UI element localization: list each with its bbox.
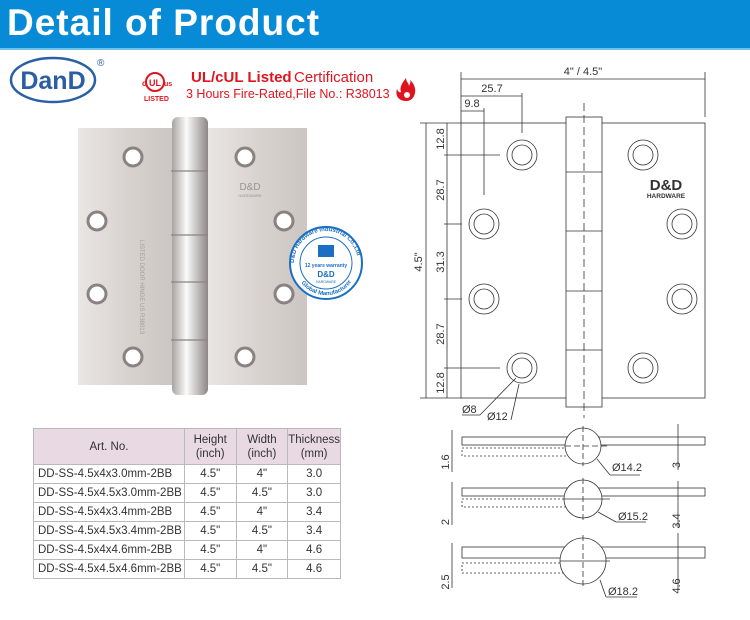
svg-text:Ø14.2: Ø14.2	[612, 462, 642, 474]
svg-text:4" / 4.5": 4" / 4.5"	[564, 66, 602, 78]
table-header-row: Art. No. Height(inch) Width(inch) Thickn…	[33, 428, 341, 465]
svg-text:25.7: 25.7	[481, 83, 502, 95]
section-view-3mm	[451, 424, 706, 476]
svg-text:Ø8: Ø8	[462, 404, 477, 416]
svg-text:us: us	[164, 81, 172, 88]
svg-text:28.7: 28.7	[435, 323, 447, 344]
svg-text:12.8: 12.8	[435, 372, 447, 393]
svg-text:UL: UL	[149, 78, 161, 88]
cert-title: UL/cUL Listed	[191, 69, 292, 86]
svg-text:c: c	[142, 79, 147, 88]
svg-text:DanD: DanD	[20, 67, 85, 95]
svg-text:HARDWARE: HARDWARE	[316, 280, 337, 284]
svg-text:3.4: 3.4	[671, 513, 683, 528]
svg-text:Ø15.2: Ø15.2	[618, 511, 648, 523]
cert-title-rest: Certification	[294, 69, 373, 86]
svg-text:D&D: D&D	[239, 182, 260, 193]
hinge-photo: D&D HARDWARE LISTED DOOR HINGE US R38013	[78, 117, 307, 395]
svg-text:28.7: 28.7	[435, 179, 447, 200]
col-art-no: Art. No.	[33, 428, 185, 465]
section-view-4-6mm	[451, 533, 706, 598]
cert-subtitle: 3 Hours Fire-Rated,File No.: R38013	[186, 87, 390, 101]
flame-icon	[396, 78, 416, 101]
col-width: Width(inch)	[235, 428, 289, 465]
dand-logo: DanD ®	[9, 56, 105, 104]
svg-text:12 years warranty: 12 years warranty	[305, 263, 347, 269]
svg-text:4.5": 4.5"	[413, 252, 425, 271]
col-thickness: Thickness(mm)	[287, 428, 341, 465]
svg-text:HARDWARE: HARDWARE	[238, 193, 262, 198]
svg-text:HARDWARE: HARDWARE	[647, 193, 686, 200]
page-title: Detail of Product	[7, 2, 321, 43]
ul-listed-mark: UL c us LISTED	[142, 72, 172, 103]
warranty-badge: D&D Hardware Industrial Co.,Ltd Global M…	[289, 226, 363, 300]
section-view-3-4mm	[451, 478, 706, 528]
svg-text:12.8: 12.8	[435, 128, 447, 149]
svg-text:1.6: 1.6	[440, 454, 452, 469]
svg-text:D&D: D&D	[650, 177, 683, 194]
col-height: Height(inch)	[183, 428, 237, 465]
svg-text:Ø18.2: Ø18.2	[608, 586, 638, 598]
front-view-labels: 4" / 4.5" 25.7 9.8 4.5" 12.8 28.7 31.3 2…	[413, 66, 686, 423]
svg-text:LISTED DOOR HINGE US R38013: LISTED DOOR HINGE US R38013	[138, 240, 144, 335]
svg-text:D&D: D&D	[317, 270, 335, 279]
svg-text:2.5: 2.5	[440, 574, 452, 589]
header-banner: Detail of Product	[0, 0, 750, 50]
spec-table: Art. No. Height(inch) Width(inch) Thickn…	[33, 428, 341, 579]
svg-text:LISTED: LISTED	[144, 96, 169, 103]
svg-text:4.6: 4.6	[671, 578, 683, 593]
section-labels: Ø14.2 1.6 3 Ø15.2 2 3.4 Ø18.2 2.5 4.6	[440, 454, 683, 598]
svg-text:2: 2	[440, 519, 452, 525]
svg-text:®: ®	[97, 58, 105, 69]
svg-text:9.8: 9.8	[464, 98, 479, 110]
front-view-drawing	[420, 72, 706, 421]
svg-text:31.3: 31.3	[435, 251, 447, 272]
svg-text:Ø12: Ø12	[487, 411, 508, 423]
svg-text:3: 3	[671, 462, 683, 468]
